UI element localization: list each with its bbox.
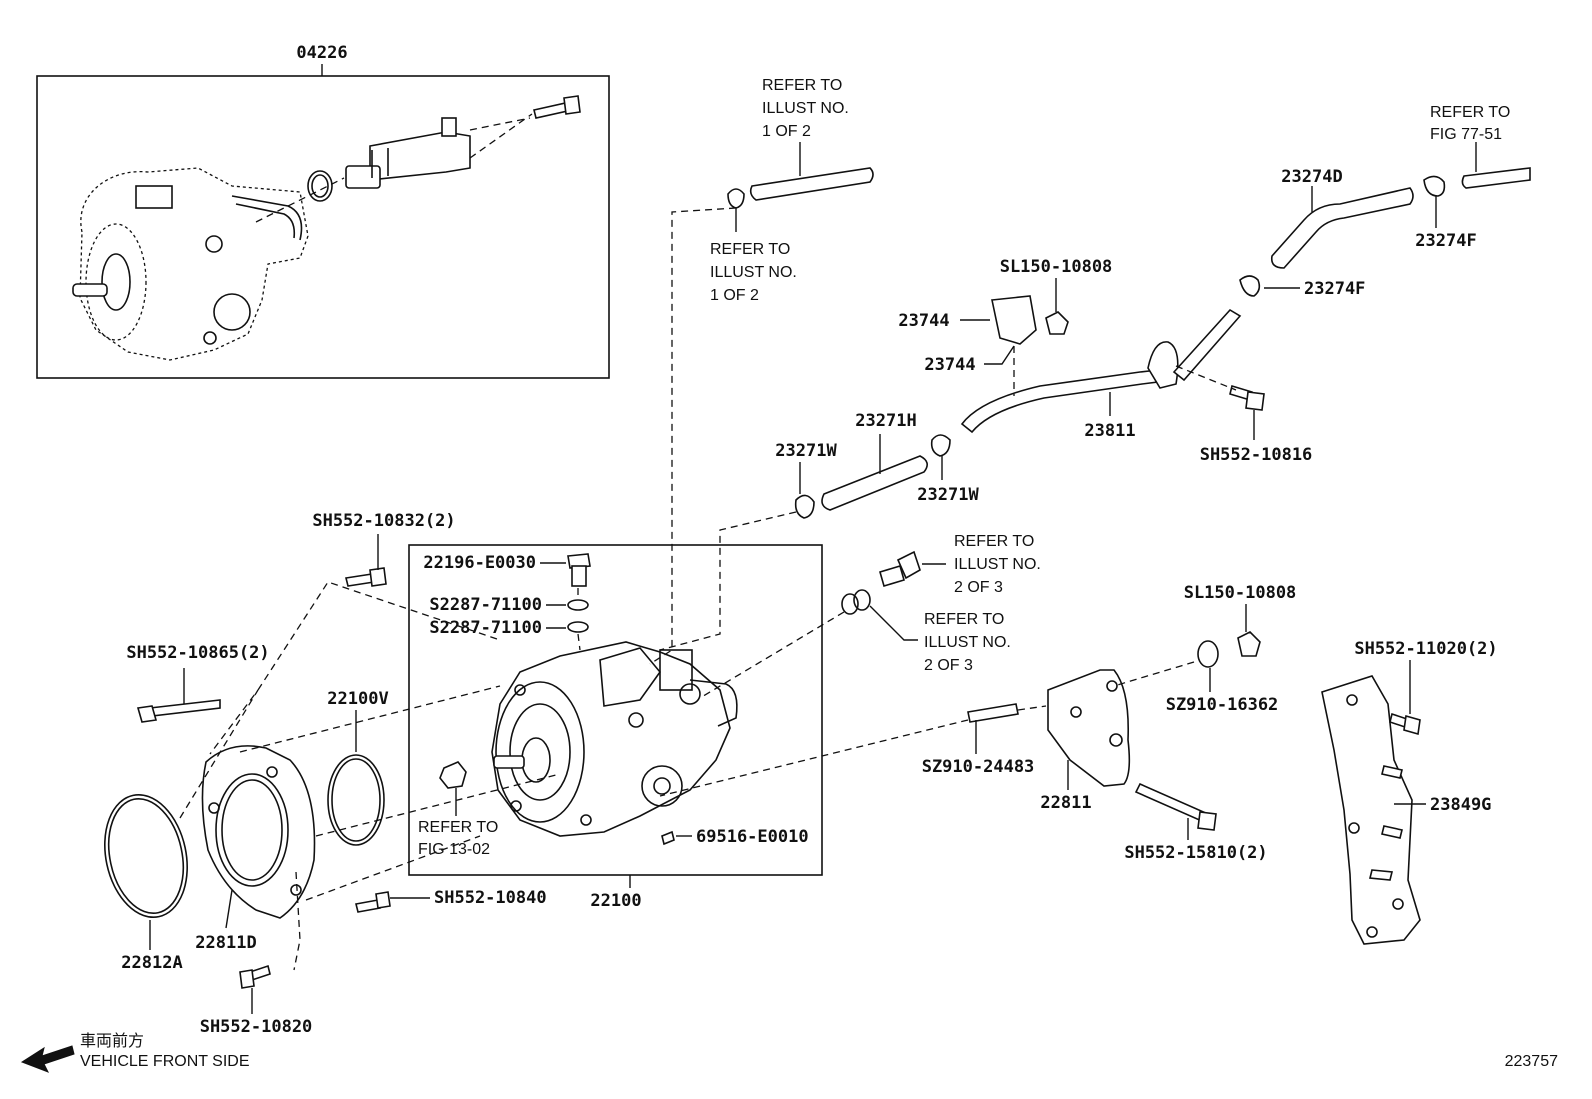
refer-note-2-line3: 1 OF 2	[710, 287, 759, 304]
refer-note-4-line2: ILLUST NO.	[954, 556, 1041, 573]
label-sh552-11020: SH552-11020(2)	[1354, 639, 1497, 659]
label-s2287-71100-b: S2287-71100	[429, 618, 542, 638]
label-69516-e0010: 69516-E0010	[696, 827, 809, 847]
label-23274f-b: 23274F	[1415, 231, 1476, 251]
label-sz910-24483: SZ910-24483	[922, 757, 1035, 777]
label-sz910-16362: SZ910-16362	[1166, 695, 1279, 715]
refer-note-2-line2: ILLUST NO.	[710, 264, 797, 281]
refer-note-1-line1: REFER TO	[762, 77, 842, 94]
left-parts	[104, 534, 561, 1014]
label-23271h: 23271H	[855, 411, 916, 431]
right-middle-parts	[659, 550, 1426, 945]
refer-notes: REFER TO ILLUST NO. 1 OF 2 REFER TO ILLU…	[418, 77, 1510, 858]
label-sh552-15810: SH552-15810(2)	[1124, 843, 1267, 863]
refer-note-1-line3: 1 OF 2	[762, 123, 811, 140]
label-sh552-10820: SH552-10820	[200, 1017, 313, 1037]
refer-note-5-line1: REFER TO	[924, 611, 1004, 628]
label-22811d: 22811D	[195, 933, 256, 953]
label-sh552-10832: SH552-10832(2)	[312, 511, 455, 531]
refer-note-3-line1: REFER TO	[1430, 104, 1510, 121]
refer-note-4-line1: REFER TO	[954, 533, 1034, 550]
diagram-id: 223757	[1505, 1053, 1558, 1070]
refer-note-6-line1: REFER TO	[418, 819, 498, 836]
label-23271w-a: 23271W	[775, 441, 837, 461]
label-22812a: 22812A	[121, 953, 182, 973]
label-sl150-10808-b: SL150-10808	[1184, 583, 1297, 603]
pipe-system	[649, 142, 1531, 665]
label-sh552-10865: SH552-10865(2)	[126, 643, 269, 663]
refer-note-3-line2: FIG 77-51	[1430, 126, 1502, 143]
label-23811: 23811	[1084, 421, 1135, 441]
label-22196-e0030: 22196-E0030	[423, 553, 536, 573]
label-22100v: 22100V	[327, 689, 388, 709]
assembly-box-04226	[36, 64, 610, 379]
label-23849g: 23849G	[1430, 795, 1491, 815]
footer: 車両前方 VEHICLE FRONT SIDE 223757	[20, 1032, 1558, 1073]
vehicle-front-label-jp: 車両前方	[80, 1032, 144, 1050]
refer-note-2-line1: REFER TO	[710, 241, 790, 258]
label-22811: 22811	[1040, 793, 1091, 813]
label-22100: 22100	[590, 891, 641, 911]
label-04226: 04226	[296, 43, 347, 63]
label-23744-b: 23744	[924, 355, 975, 375]
refer-note-6-line2: FIG 13-02	[418, 841, 490, 858]
label-23274f-a: 23274F	[1304, 279, 1365, 299]
refer-note-5-line3: 2 OF 3	[924, 657, 973, 674]
refer-note-1-line2: ILLUST NO.	[762, 100, 849, 117]
label-23271w-b: 23271W	[917, 485, 979, 505]
vehicle-front-label-en: VEHICLE FRONT SIDE	[80, 1053, 250, 1070]
assembly-box-22100	[408, 544, 823, 888]
label-sh552-10840: SH552-10840	[434, 888, 547, 908]
label-sl150-10808-a: SL150-10808	[1000, 257, 1113, 277]
label-23274d: 23274D	[1281, 167, 1342, 187]
label-sh552-10816: SH552-10816	[1200, 445, 1313, 465]
refer-note-5-line2: ILLUST NO.	[924, 634, 1011, 651]
vehicle-front-arrow-icon	[20, 1045, 75, 1073]
part-labels: 04226 22100 22100V 22811D 22812A 22811 2…	[121, 43, 1497, 1037]
label-s2287-71100-a: S2287-71100	[429, 595, 542, 615]
refer-note-4-line3: 2 OF 3	[954, 579, 1003, 596]
label-23744-a: 23744	[898, 311, 949, 331]
